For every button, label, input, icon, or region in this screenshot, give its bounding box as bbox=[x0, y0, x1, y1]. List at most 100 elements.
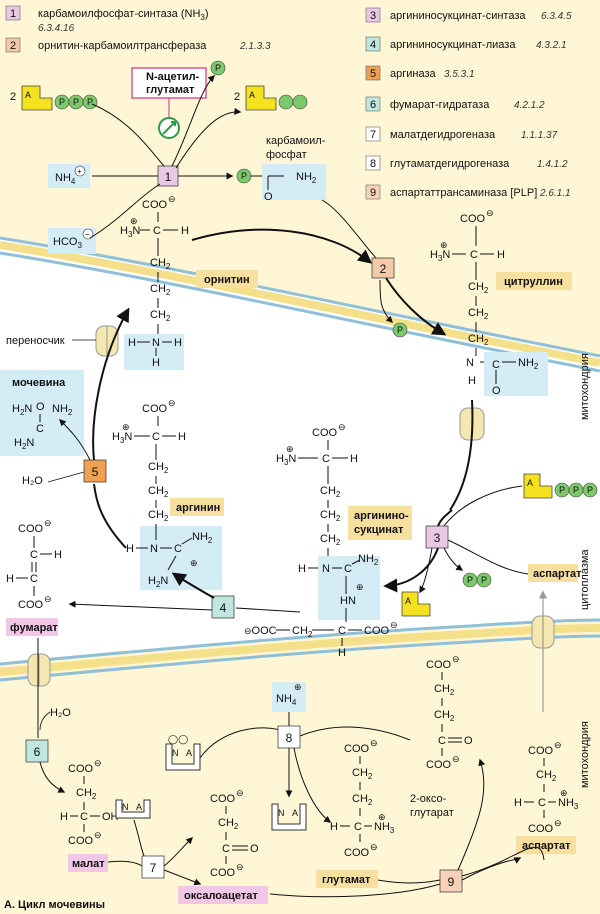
svg-text:8: 8 bbox=[286, 731, 293, 745]
citrulline-label: цитруллин bbox=[504, 276, 563, 288]
svg-text:2: 2 bbox=[10, 40, 16, 52]
svg-text:H3N: H3N bbox=[112, 431, 132, 445]
legend-item-9: 9 аспартаттрансаминаза [PLP] 2.6.1.1 bbox=[365, 184, 571, 200]
svg-text:CH2: CH2 bbox=[150, 309, 171, 323]
atp-left-icon: 2 A P P P bbox=[10, 85, 98, 111]
legend-name-2: орнитин-карбамоилтрансфераза bbox=[38, 40, 207, 52]
pyrophosphate-icon: P P bbox=[462, 572, 492, 588]
svg-text:6: 6 bbox=[370, 99, 376, 111]
inner-membrane-top bbox=[0, 236, 600, 358]
atp-enzyme-3-icon: A P P P bbox=[523, 473, 598, 499]
svg-text:COO: COO bbox=[344, 847, 370, 859]
svg-text:N: N bbox=[122, 802, 129, 812]
svg-text:P: P bbox=[587, 485, 593, 495]
svg-text:⊖: ⊖ bbox=[94, 830, 102, 840]
water-input-1: H₂O bbox=[22, 475, 43, 487]
svg-text:H: H bbox=[126, 543, 134, 555]
svg-text:⊕: ⊕ bbox=[560, 788, 568, 798]
svg-text:CH2: CH2 bbox=[536, 769, 557, 783]
svg-text:N: N bbox=[172, 748, 179, 758]
svg-text:P: P bbox=[73, 97, 79, 107]
svg-text:⊕: ⊕ bbox=[122, 422, 130, 432]
oxoglutarate-structure: COO ⊖ CH2 CH2 C O COO ⊖ 2-оксо- глутарат bbox=[410, 654, 473, 819]
svg-text:карбамоил-: карбамоил- bbox=[266, 135, 326, 147]
svg-text:CH2: CH2 bbox=[468, 281, 489, 295]
svg-text:H: H bbox=[54, 549, 62, 561]
svg-text:CH2: CH2 bbox=[468, 307, 489, 321]
svg-text:N: N bbox=[152, 337, 160, 349]
svg-text:COO: COO bbox=[426, 759, 452, 771]
svg-text:3.5.3.1: 3.5.3.1 bbox=[444, 69, 475, 80]
svg-text:C: C bbox=[30, 549, 38, 561]
enzyme-9-box: 9 bbox=[439, 869, 463, 893]
svg-text:8: 8 bbox=[370, 158, 376, 170]
svg-text:7: 7 bbox=[370, 129, 376, 141]
svg-text:C: C bbox=[338, 625, 346, 637]
argininosuccinate-structure: COO ⊖ H3N ⊕ C H CH2 CH2 CH2 H N C NH2 ⊕ … bbox=[244, 422, 412, 659]
svg-text:NH2: NH2 bbox=[518, 357, 539, 371]
ornithine-label: орнитин bbox=[204, 274, 250, 286]
svg-text:O: O bbox=[264, 191, 273, 203]
svg-text:⊕: ⊕ bbox=[378, 812, 386, 822]
enzyme-7-box: 7 bbox=[141, 855, 165, 879]
svg-text:+: + bbox=[77, 167, 82, 176]
svg-text:O: O bbox=[492, 385, 501, 397]
svg-text:COO: COO bbox=[142, 199, 168, 211]
compartment-label-cyto: цитоплазма bbox=[579, 549, 591, 610]
legend: 1 карбамоилфосфат-синтаза (NH3) 6.3.4.16… bbox=[5, 5, 572, 200]
svg-text:NH3: NH3 bbox=[558, 797, 579, 811]
phosphate-released-2: P bbox=[392, 322, 408, 338]
aspartate-bottom-label: аспартат bbox=[522, 840, 571, 852]
svg-text:COO: COO bbox=[528, 745, 554, 757]
svg-text:карбамоилфосфат-синтаза (NH3): карбамоилфосфат-синтаза (NH3) bbox=[38, 8, 209, 22]
svg-text:CH2: CH2 bbox=[148, 485, 169, 499]
enzyme-5-box: 5 bbox=[83, 459, 107, 483]
svg-text:4.3.2.1: 4.3.2.1 bbox=[536, 40, 567, 51]
svg-text:⊖: ⊖ bbox=[236, 788, 244, 798]
svg-text:H2N: H2N bbox=[14, 437, 34, 451]
svg-text:4: 4 bbox=[370, 39, 376, 51]
enzyme-2-box: 2 bbox=[371, 257, 395, 279]
svg-text:C: C bbox=[153, 225, 161, 237]
svg-text:N-ацетил-: N-ацетил- bbox=[146, 71, 200, 83]
svg-text:C: C bbox=[152, 431, 160, 443]
svg-text:COO: COO bbox=[344, 743, 370, 755]
svg-text:H: H bbox=[128, 337, 136, 349]
svg-text:5: 5 bbox=[370, 68, 376, 80]
arginine-structure: COO ⊖ H3N ⊕ C H CH2 CH2 CH2 H N C NH2 ⊕ … bbox=[112, 398, 224, 590]
svg-text:N: N bbox=[278, 808, 285, 818]
svg-text:⊖OOC: ⊖OOC bbox=[244, 625, 277, 637]
svg-text:⊖: ⊖ bbox=[44, 518, 52, 528]
svg-text:CH2: CH2 bbox=[320, 509, 341, 523]
svg-text:⊕: ⊕ bbox=[294, 682, 302, 692]
argininosuccinate-label-1: аргинино- bbox=[354, 510, 409, 522]
svg-text:3: 3 bbox=[434, 531, 441, 545]
malate-label: малат bbox=[72, 858, 105, 870]
svg-text:фосфат: фосфат bbox=[266, 149, 307, 161]
svg-text:CH2: CH2 bbox=[468, 333, 489, 347]
svg-text:COO: COO bbox=[18, 523, 44, 535]
svg-text:COO: COO bbox=[528, 823, 554, 835]
svg-text:H: H bbox=[152, 357, 160, 369]
svg-text:CH2: CH2 bbox=[292, 625, 313, 639]
svg-text:мочевина: мочевина bbox=[12, 377, 66, 389]
svg-text:аргининосукцинат-синтаза: аргининосукцинат-синтаза bbox=[390, 10, 526, 22]
svg-text:4: 4 bbox=[220, 601, 227, 615]
svg-text:⊕: ⊕ bbox=[286, 444, 294, 454]
oxaloacetate-structure: COO ⊖ CH2 C O COO ⊖ оксалоацетат bbox=[178, 788, 268, 904]
svg-text:H: H bbox=[497, 249, 505, 261]
svg-text:1: 1 bbox=[165, 170, 172, 184]
svg-text:аргиназа: аргиназа bbox=[390, 68, 437, 80]
svg-text:COO: COO bbox=[364, 625, 390, 637]
svg-text:NH4: NH4 bbox=[276, 693, 297, 707]
svg-text:глутамат: глутамат bbox=[146, 84, 195, 96]
svg-text:A: A bbox=[405, 596, 411, 606]
svg-text:⊖: ⊖ bbox=[338, 422, 346, 432]
glutamate-label: глутамат bbox=[322, 874, 371, 886]
svg-text:H: H bbox=[6, 573, 14, 585]
svg-text:⊖: ⊖ bbox=[168, 398, 176, 408]
svg-text:H2N: H2N bbox=[148, 575, 168, 589]
figure-caption: А. Цикл мочевины bbox=[4, 899, 105, 911]
svg-text:H: H bbox=[338, 647, 346, 659]
svg-text:C: C bbox=[438, 735, 446, 747]
